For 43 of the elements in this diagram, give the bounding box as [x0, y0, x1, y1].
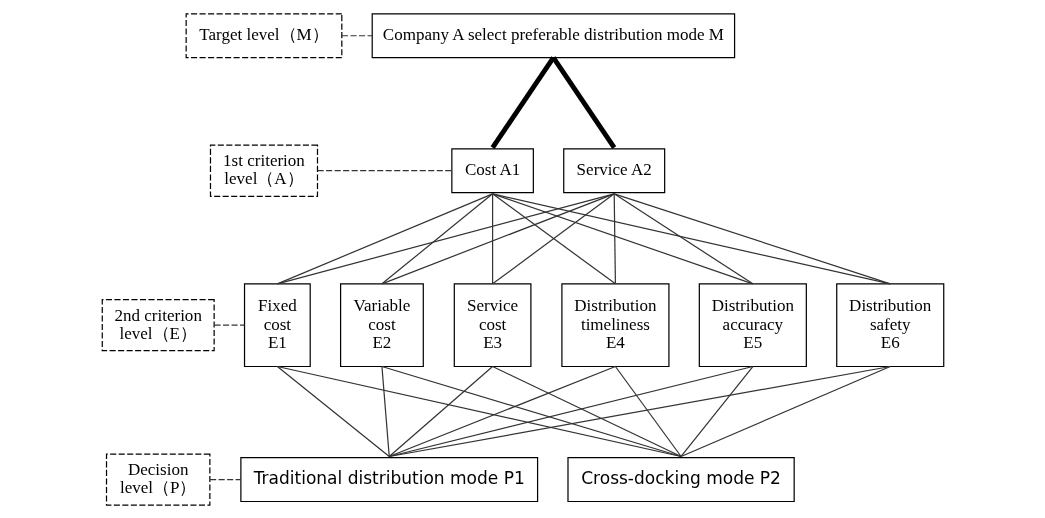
connector — [213, 324, 245, 326]
node-box: Service cost E3 — [453, 282, 531, 367]
connector — [491, 192, 891, 284]
connector — [613, 192, 616, 284]
node-box: Target level（M） — [185, 12, 342, 58]
connector — [340, 34, 373, 36]
node-box: Cross-docking mode P2 — [566, 456, 795, 502]
connector — [679, 365, 891, 457]
connector — [209, 478, 241, 480]
node-box: Distribution timeliness E4 — [560, 282, 670, 367]
connector — [613, 192, 891, 284]
connector — [388, 365, 891, 457]
connector — [380, 365, 682, 457]
connector — [388, 365, 753, 457]
node-box: Traditional distribution mode P1 — [239, 456, 538, 502]
connector — [388, 365, 493, 457]
connector — [388, 365, 616, 457]
node-box: Decision level（P） — [105, 452, 210, 506]
connector — [316, 169, 452, 171]
node-box: Service A2 — [562, 147, 665, 193]
connector — [491, 192, 753, 284]
connector — [679, 365, 753, 457]
connector — [380, 192, 493, 284]
node-box: 2nd criterion level（E） — [101, 298, 215, 351]
connector — [491, 192, 493, 284]
node-box: Distribution accuracy E5 — [698, 282, 807, 367]
connector — [276, 365, 390, 457]
node-box: 1st criterion level（A） — [209, 144, 318, 197]
connector — [491, 365, 682, 457]
node-box: Company A select preferable distribution mode M — [371, 12, 735, 58]
node-box: Cost A1 — [450, 147, 534, 193]
connector — [614, 365, 682, 457]
node-box: Distribution safety E6 — [835, 282, 944, 367]
connector — [276, 192, 615, 284]
node-box: Fixed cost E1 — [243, 282, 311, 367]
connector — [613, 192, 753, 284]
connector — [550, 55, 616, 149]
connector — [276, 192, 493, 284]
connector — [380, 365, 390, 457]
node-box: Variable cost E2 — [339, 282, 424, 367]
connector — [380, 192, 615, 284]
connector — [490, 55, 555, 149]
connector — [276, 365, 682, 457]
